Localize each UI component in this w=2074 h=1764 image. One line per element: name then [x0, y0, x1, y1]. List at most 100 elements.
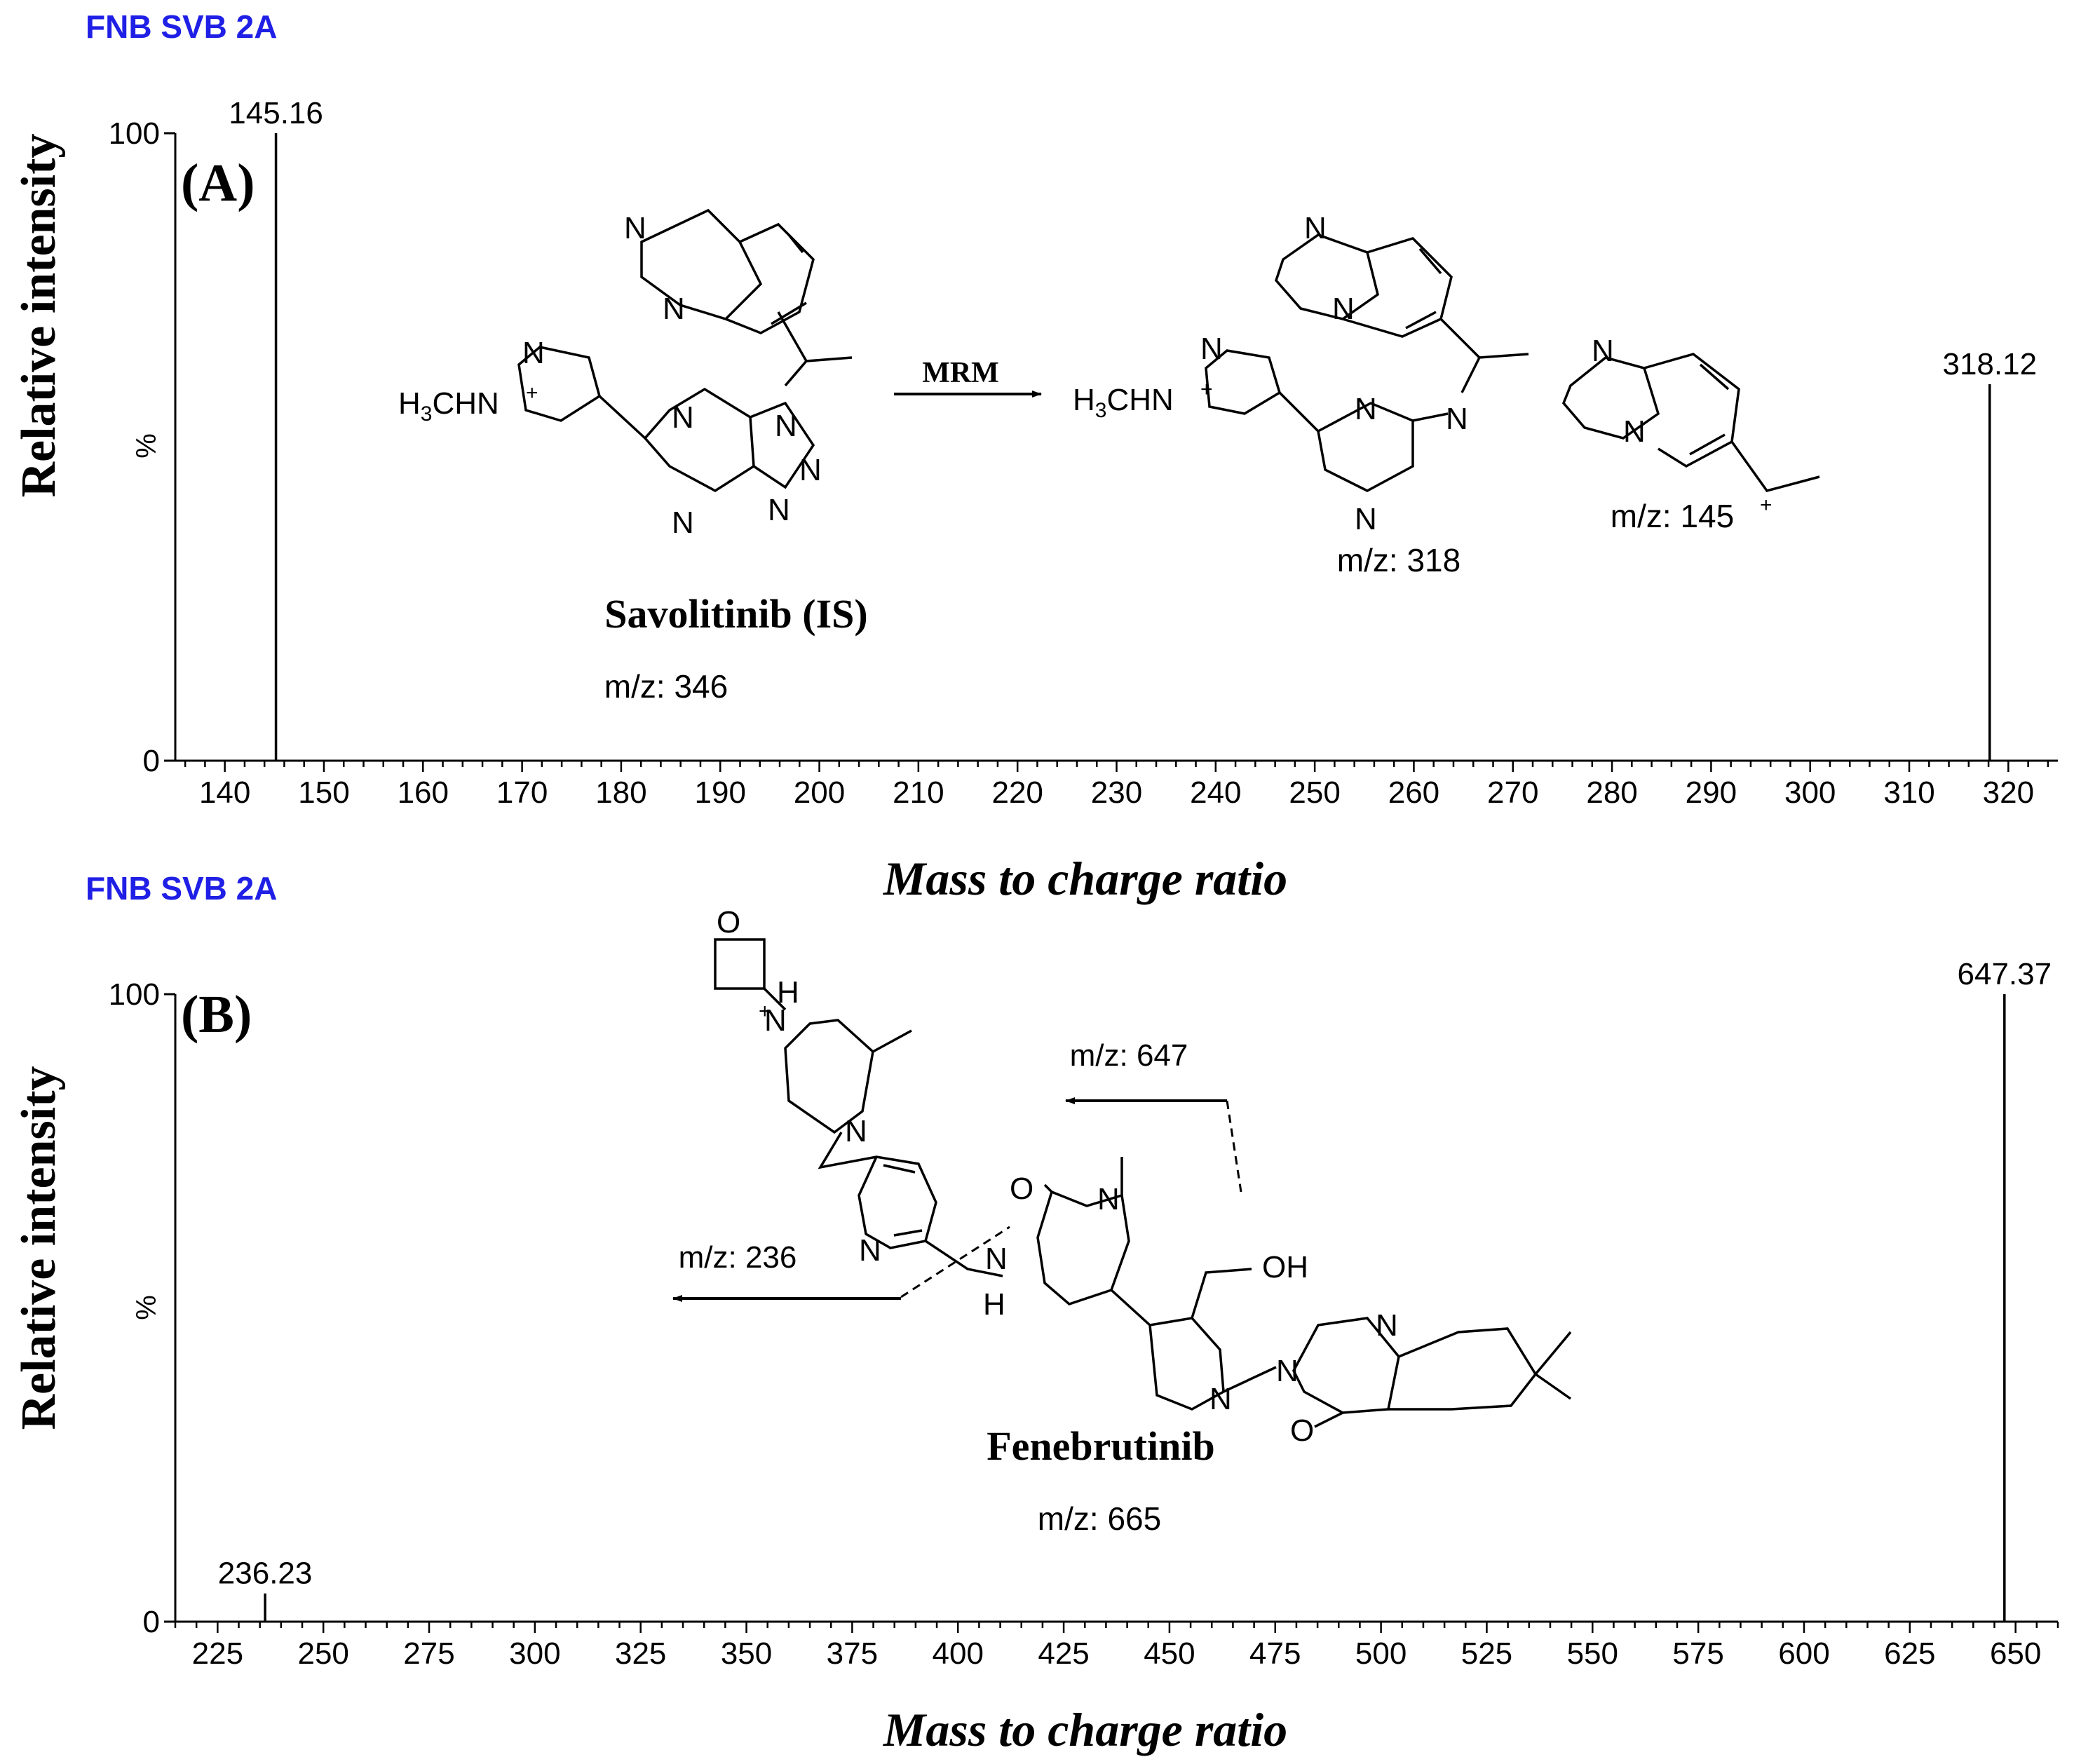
peak-label: 236.23 [218, 1556, 313, 1591]
x-tick-label: 260 [1388, 775, 1439, 810]
svg-text:H3CHN: H3CHN [398, 386, 499, 426]
product-318-structure [1205, 233, 1529, 492]
fenebrutinib-atoms: O HN + N N NH O N N OH N N O [717, 905, 1398, 1448]
x-tick-label: 160 [398, 775, 449, 810]
svg-text:N: N [768, 493, 790, 527]
svg-text:+: + [526, 381, 538, 405]
x-tick-label: 375 [827, 1636, 878, 1671]
x-tick-label: 170 [496, 775, 548, 810]
svg-text:O: O [1010, 1172, 1033, 1206]
x-tick-label: 190 [695, 775, 746, 810]
fragment-mz-236: m/z: 236 [679, 1240, 797, 1275]
cleavage-line-647 [1226, 1100, 1242, 1193]
transition-label: MRM [922, 357, 999, 389]
x-tick-label: 250 [1289, 775, 1340, 810]
file-label: FNB SVB 2A [86, 8, 277, 45]
x-tick-label: 450 [1144, 1636, 1195, 1671]
x-tick-label: 310 [1883, 775, 1934, 810]
cleavage-line-236 [900, 1226, 1010, 1298]
x-tick-label: 275 [403, 1636, 454, 1671]
svg-text:N: N [1446, 402, 1468, 436]
x-tick-label: 575 [1672, 1636, 1723, 1671]
svg-text:N: N [522, 336, 545, 370]
fragment-mz-647: m/z: 647 [1070, 1038, 1188, 1073]
svg-text:N: N [663, 292, 685, 326]
peaks: 145.16 318.12 [229, 96, 2037, 761]
x-tick-label: 270 [1487, 775, 1538, 810]
parent-mz: m/z: 665 [1038, 1500, 1161, 1537]
svg-text:N: N [985, 1242, 1008, 1276]
x-tick-label: 500 [1355, 1636, 1407, 1671]
product-mz-1: m/z: 318 [1337, 542, 1460, 578]
x-tick-label: 625 [1884, 1636, 1935, 1671]
svg-text:+: + [1760, 494, 1773, 517]
svg-text:N: N [1209, 1382, 1232, 1416]
x-tick-label: 200 [794, 775, 845, 810]
x-tick-label: 220 [991, 775, 1043, 810]
x-tick-label: 250 [297, 1636, 348, 1671]
svg-text:N: N [1332, 292, 1355, 326]
svg-text:N: N [775, 409, 797, 443]
product-145-atoms: N N + [1592, 334, 1773, 517]
y-axis-unit: % [131, 1295, 162, 1320]
product-145-structure [1561, 353, 1820, 493]
svg-text:N: N [1200, 332, 1223, 366]
parent-mz: m/z: 346 [604, 668, 728, 705]
svg-text:N: N [672, 506, 694, 540]
svg-text:N: N [1355, 502, 1377, 536]
x-tick-label: 400 [933, 1636, 984, 1671]
panel-a: FNB SVB 2A (A) Relative intensity % Mass… [12, 8, 2058, 905]
peak-label: 647.37 [1958, 957, 2052, 991]
svg-text:O: O [717, 905, 740, 939]
fenebrutinib-structure [714, 938, 1572, 1428]
svg-text:N: N [764, 1003, 787, 1038]
savolitinib-structure [517, 208, 853, 493]
x-tick-label: 210 [893, 775, 944, 810]
x-tick-label: 140 [199, 775, 250, 810]
x-tick-label: 240 [1190, 775, 1241, 810]
svg-text:N: N [1376, 1308, 1398, 1343]
panel-label: (A) [181, 154, 255, 212]
compound-name: Savolitinib (IS) [604, 591, 868, 637]
panel-b: FNB SVB 2A (B) Relative intensity % Mass… [12, 870, 2059, 1756]
y-tick-label: 0 [143, 1605, 160, 1639]
x-tick-label: 300 [1784, 775, 1836, 810]
svg-text:H3CHN: H3CHN [1073, 383, 1174, 422]
peak-label: 145.16 [229, 96, 323, 130]
x-tick-label: 300 [509, 1636, 560, 1671]
x-tick-label: 280 [1586, 775, 1637, 810]
file-label: FNB SVB 2A [86, 870, 277, 907]
y-axis-label: Relative intensity [12, 1066, 66, 1430]
svg-text:N: N [1623, 414, 1646, 449]
x-tick-label: 325 [615, 1636, 666, 1671]
y-axis-label: Relative intensity [12, 133, 66, 497]
x-tick-label: 180 [595, 775, 646, 810]
svg-text:N: N [624, 211, 646, 245]
svg-text:N: N [1276, 1354, 1299, 1388]
svg-text:N: N [799, 453, 822, 487]
svg-text:N: N [1304, 211, 1327, 245]
x-axis-label: Mass to charge ratio [883, 852, 1287, 905]
svg-text:+: + [759, 1000, 771, 1023]
svg-text:N: N [1592, 334, 1614, 368]
peaks: 236.23 647.37 [218, 957, 2052, 1622]
x-tick-label: 550 [1567, 1636, 1618, 1671]
x-tick-label: 525 [1461, 1636, 1512, 1671]
y-tick-label: 100 [109, 977, 160, 1012]
panel-label: (B) [181, 985, 252, 1044]
svg-text:O: O [1290, 1413, 1314, 1448]
x-tick-label: 425 [1038, 1636, 1089, 1671]
axes: 140 150 160 170 180 190 200 210 220 230 240 250 260 2… [109, 116, 2058, 810]
x-tick-label: 230 [1091, 775, 1142, 810]
x-tick-label: 150 [298, 775, 349, 810]
peak-label: 318.12 [1942, 347, 2037, 381]
y-tick-label: 100 [109, 116, 160, 151]
y-tick-label: 0 [143, 744, 160, 778]
svg-text:OH: OH [1262, 1250, 1308, 1284]
product-mz-2: m/z: 145 [1611, 498, 1734, 534]
svg-text:H: H [777, 975, 799, 1010]
